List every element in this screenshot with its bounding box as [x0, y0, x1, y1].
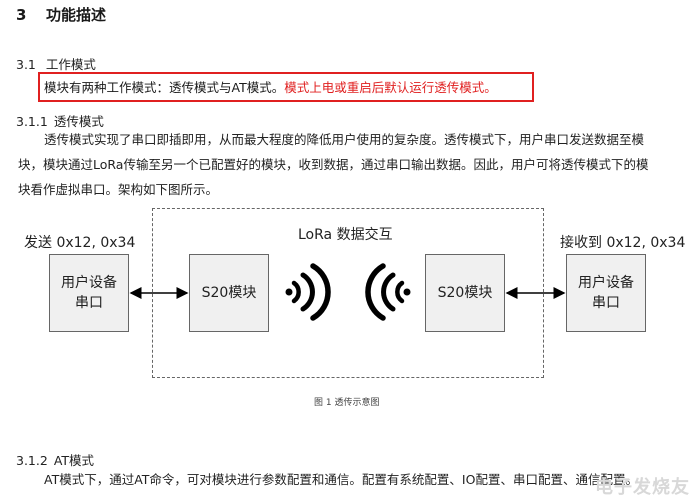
- subsection-number: 3.1.2: [16, 453, 48, 468]
- subsection-number: 3.1.1: [16, 114, 48, 129]
- subsection-title: 工作模式: [45, 57, 96, 72]
- paragraph-at-mode: AT模式下，通过AT命令，可对模块进行参数配置和通信。配置有系统配置、IO配置、…: [44, 472, 638, 487]
- subsection-title: 透传模式: [53, 114, 104, 129]
- highlight-red-text: 模式上电或重启后默认运行透传模式。: [284, 80, 497, 95]
- send-label: 发送 0x12, 0x34: [24, 235, 136, 251]
- subsection-heading-3-1-2: 3.1.2 AT模式: [16, 450, 94, 469]
- left-s20-module-box: S20模块: [189, 254, 269, 332]
- highlight-text: 模块有两种工作模式：透传模式与AT模式。模式上电或重启后默认运行透传模式。: [44, 77, 497, 96]
- section-heading: 3 功能描述: [16, 4, 106, 25]
- right-user-device-box: 用户设备 串口: [566, 254, 646, 332]
- paragraph-line-2: 块，模块通过LoRa传输至另一个已配置好的模块，收到数据，通过串口输出数据。因此…: [18, 157, 649, 172]
- left-wireless-icon: [285, 263, 331, 321]
- receive-label: 接收到 0x12, 0x34: [560, 235, 686, 251]
- section-title: 功能描述: [46, 6, 107, 24]
- paragraph-line-1: 透传模式实现了串口即插即用，从而最大程度的降低用户使用的复杂度。透传模式下，用户…: [44, 132, 645, 147]
- paragraph-line-3: 块看作虚拟串口。架构如下图所示。: [18, 182, 219, 197]
- highlight-box: [38, 72, 534, 102]
- subsection-heading-3-1: 3.1 工作模式: [16, 54, 96, 73]
- figure-caption: 图 1 透传示意图: [314, 398, 380, 408]
- section-number: 3: [16, 6, 27, 24]
- right-s20-module-box: S20模块: [425, 254, 505, 332]
- subsection-title: AT模式: [53, 453, 95, 468]
- left-user-device-box: 用户设备 串口: [49, 254, 129, 332]
- highlight-black-text: 模块有两种工作模式：透传模式与AT模式。: [44, 80, 285, 95]
- lora-label: LoRa 数据交互: [298, 227, 393, 243]
- watermark-text: 电子发烧友: [595, 477, 690, 498]
- right-wireless-icon: [365, 263, 411, 321]
- subsection-heading-3-1-1: 3.1.1 透传模式: [16, 111, 104, 130]
- subsection-number: 3.1: [16, 57, 36, 72]
